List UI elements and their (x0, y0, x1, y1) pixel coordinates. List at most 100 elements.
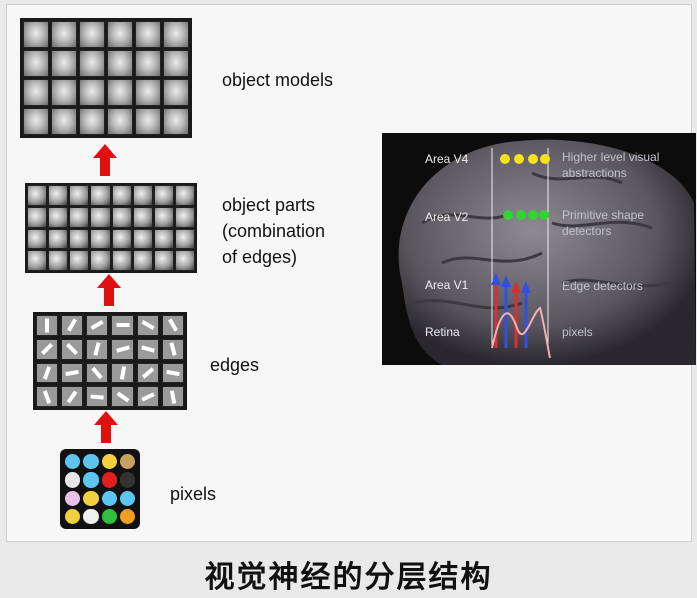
part-tile (90, 250, 111, 271)
part-tile (90, 206, 111, 228)
part-tile (90, 228, 111, 250)
edge-filter-tile (161, 315, 184, 336)
edge-stroke (42, 389, 52, 404)
face-tile (51, 79, 77, 106)
edges-label: edges (210, 355, 260, 375)
area-v1-desc: Edge detectors (562, 279, 643, 293)
object-parts-line1: object parts (222, 195, 316, 215)
face-tile (51, 21, 77, 48)
edge-stroke (115, 345, 130, 353)
part-tile (48, 206, 69, 228)
edge-filter-tile (86, 386, 109, 407)
edge-stroke (66, 390, 78, 404)
edge-stroke (116, 391, 130, 403)
face-tile (163, 108, 189, 135)
edge-filter-tile (86, 362, 109, 384)
part-tile (111, 228, 132, 250)
part-tile (27, 250, 48, 271)
part-tile (90, 185, 111, 206)
edge-stroke (45, 318, 50, 332)
edges-image (33, 312, 187, 410)
retina-desc: pixels (562, 325, 593, 339)
pixel-dot (101, 472, 117, 488)
object-models-image (20, 18, 192, 138)
pixel-dot (65, 490, 81, 506)
part-tile (69, 228, 90, 250)
area-v2-label: Area V2 (425, 210, 469, 224)
part-tile (174, 206, 195, 228)
edge-stroke (93, 342, 102, 356)
part-tile (174, 228, 195, 250)
edge-filter-tile (161, 338, 184, 360)
area-v2-desc-line2: detectors (562, 224, 612, 238)
face-tile (163, 21, 189, 48)
edge-stroke (41, 343, 54, 356)
edge-filter-tile (36, 386, 59, 407)
object-parts-label: object parts (combination of edges) (222, 192, 325, 270)
part-tile (153, 185, 174, 206)
edge-filter-tile (111, 362, 134, 384)
face-tile (107, 79, 133, 106)
face-tile (23, 50, 49, 77)
edge-filter-tile (36, 338, 59, 360)
face-tile (163, 50, 189, 77)
object-parts-image (25, 183, 197, 273)
edge-filter-tile (61, 338, 84, 360)
part-tile (111, 206, 132, 228)
edge-stroke (90, 394, 105, 400)
object-parts-line2: (combination (222, 221, 326, 241)
pixel-dot (83, 454, 99, 470)
face-tile (135, 79, 161, 106)
area-v4-desc-line1: Higher level visual (562, 150, 660, 164)
up-arrow-icon (94, 411, 118, 443)
part-tile (27, 206, 48, 228)
face-tile (135, 108, 161, 135)
pixel-dot (65, 508, 81, 524)
edge-stroke (169, 342, 177, 356)
pixel-dot (65, 472, 81, 488)
up-arrow-icon (97, 274, 121, 306)
edge-filter-tile (36, 362, 59, 384)
face-tile (79, 79, 105, 106)
pixel-dot (119, 508, 135, 524)
pixel-dot (83, 508, 99, 524)
edge-filter-tile (161, 362, 184, 384)
part-tile (132, 206, 153, 228)
part-tile (111, 185, 132, 206)
edge-stroke (141, 367, 155, 379)
edge-stroke (141, 320, 155, 331)
edge-stroke (166, 369, 180, 376)
up-arrow-icon (93, 144, 117, 176)
edge-stroke (119, 366, 126, 380)
edge-filter-tile (161, 386, 184, 407)
face-tile (79, 108, 105, 135)
edge-filter-tile (111, 386, 134, 407)
edge-filter-tile (111, 338, 134, 360)
edge-stroke (90, 320, 105, 331)
edge-stroke (66, 343, 79, 356)
part-tile (153, 250, 174, 271)
brain-diagram: Area V4 Higher level visual abstractions… (382, 133, 696, 365)
edge-filter-tile (111, 315, 134, 336)
part-tile (27, 185, 48, 206)
edge-filter-tile (136, 315, 159, 336)
part-tile (69, 206, 90, 228)
part-tile (174, 185, 195, 206)
face-tile (51, 108, 77, 135)
pixels-label: pixels (170, 484, 217, 504)
edge-filter-tile (36, 315, 59, 336)
edge-stroke (65, 369, 80, 376)
edge-filter-tile (136, 338, 159, 360)
edge-filter-tile (61, 315, 84, 336)
pixel-dot (119, 490, 135, 506)
face-tile (107, 21, 133, 48)
face-tile (163, 79, 189, 106)
area-v4-desc: Higher level visual abstractions (562, 149, 659, 181)
area-v4-label: Area V4 (425, 152, 469, 166)
edge-filter-tile (61, 386, 84, 407)
pixel-dot (83, 472, 99, 488)
part-tile (132, 228, 153, 250)
brain-illustration (398, 139, 696, 365)
face-tile (23, 21, 49, 48)
part-tile (132, 185, 153, 206)
